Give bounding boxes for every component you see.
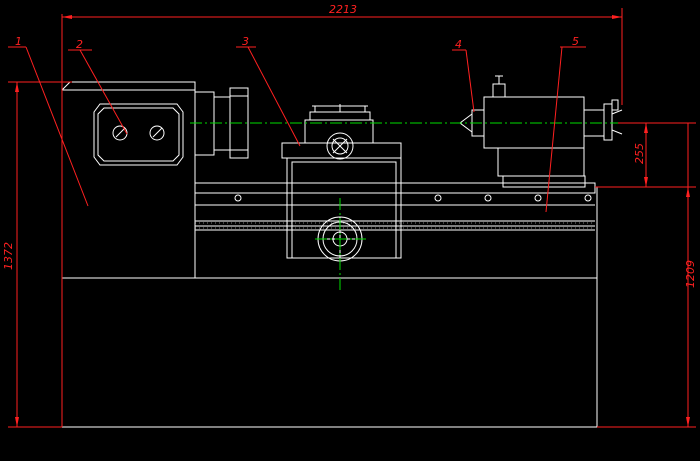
overall-length-label: 2213: [329, 3, 357, 16]
callout-number-1: 1: [15, 35, 22, 48]
callout-leaders: [8, 46, 586, 213]
bed-height-label: 1209: [684, 260, 697, 288]
dimension-lines: [8, 8, 696, 428]
lathe-bed: [194, 182, 598, 279]
bed-hatching: [195, 222, 595, 229]
control-panel: [93, 103, 184, 166]
cross-feed-handwheel: [326, 132, 354, 160]
callout-number-5: 5: [572, 35, 579, 48]
dimension-arrows: [15, 15, 690, 427]
callout-number-4: 4: [455, 38, 462, 51]
callout-number-2: 2: [76, 38, 83, 51]
control-switches: [112, 125, 165, 141]
switch-icon: [149, 125, 165, 141]
callout-number-3: 3: [242, 35, 249, 48]
center-lines: [190, 122, 622, 292]
overall-height-label: 1372: [2, 242, 15, 270]
center-height-label: 255: [633, 143, 646, 164]
